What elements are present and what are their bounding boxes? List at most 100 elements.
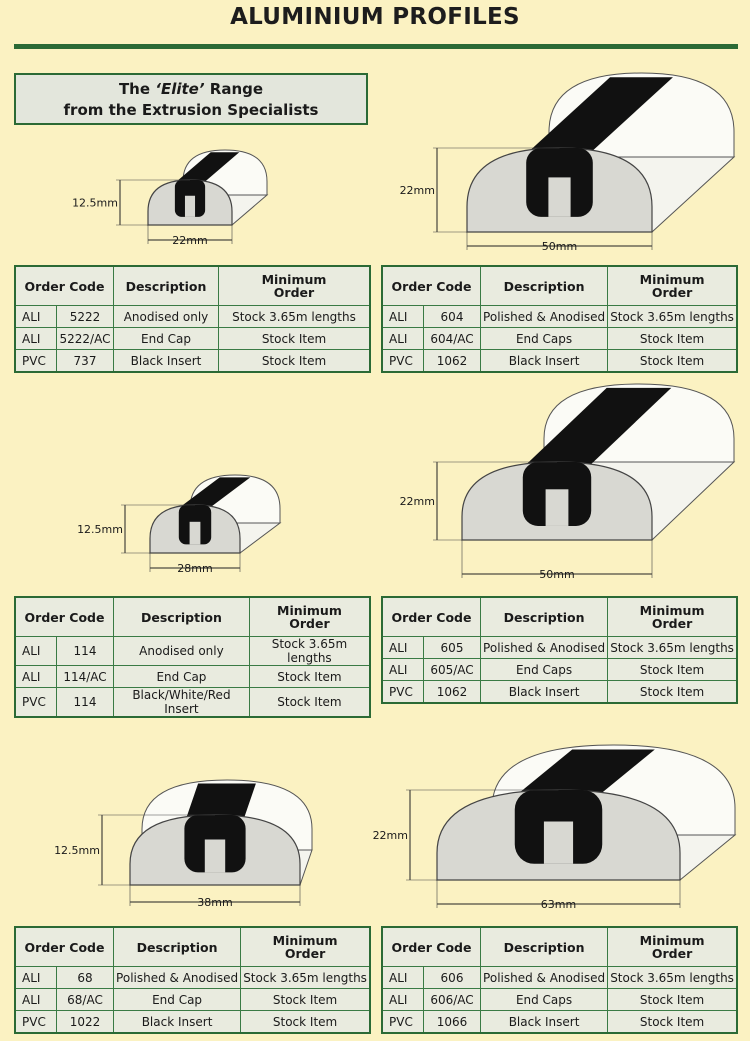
header-order-code: Order Code — [381, 265, 481, 306]
table-row: PVC 1062 Black Insert Stock Item — [381, 349, 738, 373]
code-cell: 1022 — [56, 1010, 114, 1034]
width-label: 22mm — [172, 234, 207, 247]
minimum-order-cell: Stock Item — [607, 349, 738, 373]
width-label: 38mm — [197, 896, 232, 909]
material-cell: PVC — [14, 687, 57, 718]
minimum-order-cell: Stock Item — [240, 988, 371, 1011]
width-label: 63mm — [541, 898, 576, 911]
table-row: ALI 606 Polished & Anodised Stock 3.65m … — [381, 966, 738, 989]
code-cell: 737 — [56, 349, 114, 373]
header-description: Description — [113, 596, 250, 637]
code-cell: 604/AC — [423, 327, 481, 350]
material-cell: ALI — [381, 658, 424, 681]
code-cell: 114 — [56, 636, 114, 666]
profile-drawing: 22mm 50mm — [400, 72, 736, 253]
minimum-order-cell: Stock Item — [217, 327, 371, 350]
insert-channel — [204, 839, 226, 873]
description-cell: End Cap — [113, 665, 250, 688]
header-minimum: Minimum — [639, 603, 705, 618]
header-minimum: Minimum — [639, 272, 705, 287]
header-order-code: Order Code — [14, 596, 114, 637]
code-cell: 604 — [423, 305, 481, 328]
header-order: Order — [651, 616, 693, 631]
height-label: 12.5mm — [54, 844, 100, 857]
insert-top — [517, 749, 655, 795]
code-cell: 1062 — [423, 680, 481, 704]
insert-channel — [184, 195, 196, 217]
insert-channel — [548, 177, 571, 217]
header-description: Description — [112, 926, 242, 967]
code-cell: 606 — [423, 966, 481, 989]
minimum-order-cell: Stock Item — [607, 988, 738, 1011]
header-minimum: Minimum — [261, 272, 327, 287]
description-cell: Polished & Anodised — [479, 966, 609, 989]
description-cell: End Cap — [113, 327, 219, 350]
material-cell: ALI — [14, 636, 57, 666]
header-order-code: Order Code — [14, 926, 114, 967]
table-row: PVC 114 Black/White/Red Insert Stock Ite… — [14, 687, 371, 718]
description-cell: Polished & Anodised — [479, 305, 609, 328]
banner-elite: ‘Elite’ — [155, 80, 205, 98]
material-cell: ALI — [14, 988, 57, 1011]
code-cell: 605/AC — [423, 658, 481, 681]
banner-text-pre: The — [118, 80, 156, 98]
description-cell: End Caps — [479, 327, 609, 350]
table-row: ALI 605/AC End Caps Stock Item — [381, 658, 738, 681]
header-order: Order — [273, 285, 315, 300]
insert-channel — [545, 489, 569, 526]
description-cell: End Caps — [479, 658, 609, 681]
material-cell: ALI — [381, 988, 424, 1011]
material-cell: PVC — [381, 1010, 424, 1034]
material-cell: PVC — [14, 349, 57, 373]
minimum-order-cell: Stock 3.65m lengths — [240, 966, 371, 989]
elite-range-banner: The ‘Elite’ Range from the Extrusion Spe… — [14, 73, 368, 125]
minimum-order-cell: Stock Item — [240, 1010, 371, 1034]
height-label: 12.5mm — [72, 197, 118, 210]
material-cell: ALI — [381, 305, 424, 328]
material-cell: ALI — [14, 305, 57, 328]
code-cell: 68 — [56, 966, 114, 989]
width-label: 50mm — [542, 240, 577, 253]
header-minimum: Minimum — [272, 933, 338, 948]
material-cell: ALI — [14, 327, 57, 350]
description-cell: Black Insert — [479, 1010, 609, 1034]
description-cell: End Caps — [479, 988, 609, 1011]
height-label: 22mm — [400, 495, 435, 508]
insert-channel — [543, 821, 574, 864]
header-order: Order — [284, 946, 326, 961]
profile-drawing: 12.5mm 38mm — [54, 779, 313, 909]
minimum-order-cell: Stock 3.65m lengths — [607, 305, 738, 328]
header-description: Description — [479, 926, 609, 967]
header-order: Order — [651, 285, 693, 300]
title-divider — [14, 44, 738, 49]
table-row: ALI 114 Anodised only Stock 3.65m length… — [14, 636, 371, 666]
table-row: ALI 606/AC End Caps Stock Item — [381, 988, 738, 1011]
description-cell: Anodised only — [113, 636, 250, 666]
header-order-code: Order Code — [14, 265, 114, 306]
minimum-order-cell: Stock Item — [607, 658, 738, 681]
description-cell: Black Insert — [479, 680, 609, 704]
insert-top — [528, 77, 673, 153]
code-cell: 606/AC — [423, 988, 481, 1011]
insert-channel — [189, 521, 201, 545]
description-cell: Anodised only — [113, 305, 219, 328]
header-description: Description — [113, 265, 219, 306]
table-row: ALI 604/AC End Caps Stock Item — [381, 327, 738, 350]
header-order: Order — [651, 946, 693, 961]
width-label: 28mm — [177, 562, 212, 575]
description-cell: Polished & Anodised — [479, 636, 609, 659]
insert-top — [186, 783, 256, 819]
height-label: 22mm — [400, 184, 435, 197]
minimum-order-cell: Stock Item — [607, 327, 738, 350]
table-row: PVC 1066 Black Insert Stock Item — [381, 1010, 738, 1034]
material-cell: PVC — [381, 680, 424, 704]
insert-top — [179, 477, 251, 508]
